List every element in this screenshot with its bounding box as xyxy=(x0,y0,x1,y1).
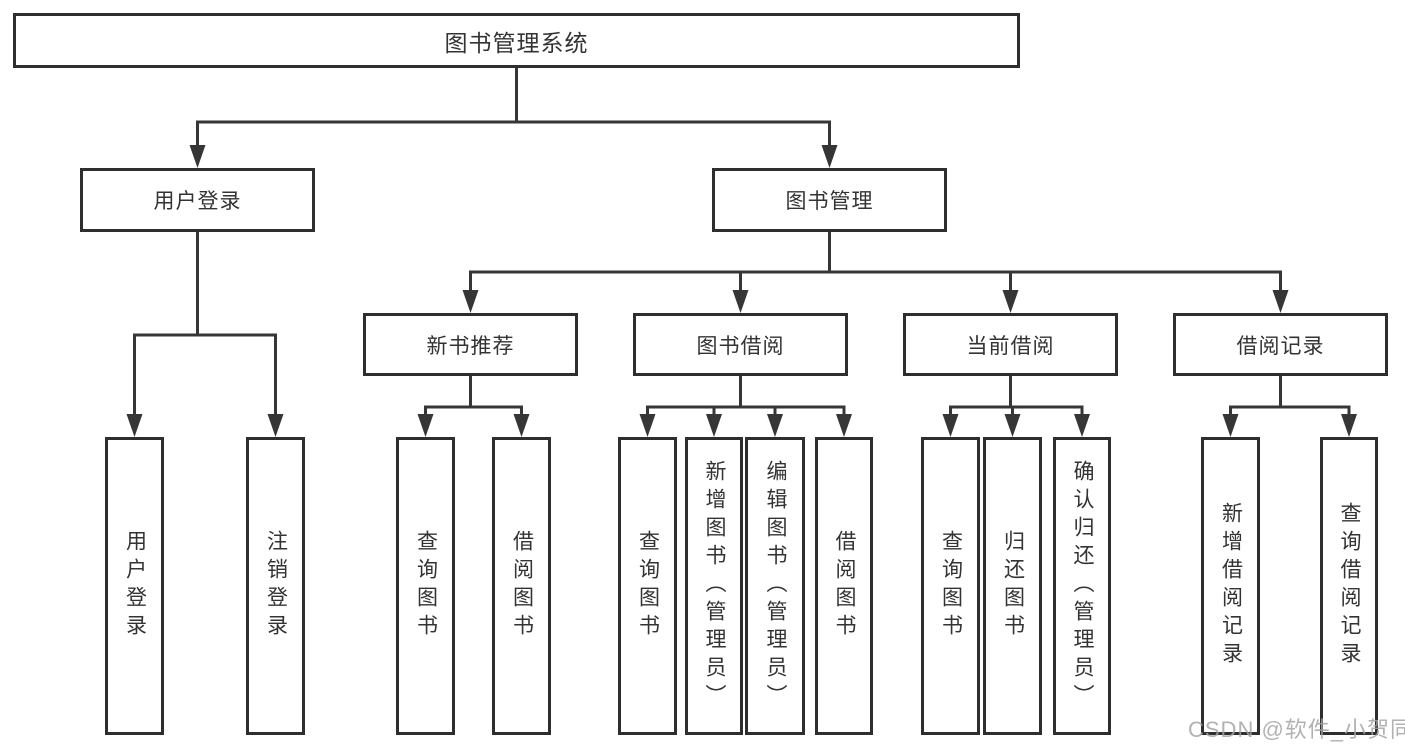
leaf-label: 借阅图书 xyxy=(510,530,534,642)
leaf-add-book-admin: 新增图书（管理员） xyxy=(685,437,743,735)
leaf-label: 用户登录 xyxy=(123,530,147,642)
node-current-borrowing: 当前借阅 xyxy=(903,313,1118,376)
node-book-borrowing: 图书借阅 xyxy=(633,313,848,376)
leaf-label: 查询图书 xyxy=(414,530,438,642)
leaf-borrow-books-borrowing: 借阅图书 xyxy=(815,437,873,735)
leaf-label: 借阅图书 xyxy=(833,530,856,642)
leaf-label: 查询借阅记录 xyxy=(1338,502,1361,670)
node-borrowing-records: 借阅记录 xyxy=(1173,313,1388,376)
leaf-label: 新增借阅记录 xyxy=(1219,502,1243,670)
leaf-query-books-borrowing: 查询图书 xyxy=(618,437,677,735)
leaf-label: 编辑图书（管理员） xyxy=(764,460,787,712)
leaf-user-login: 用户登录 xyxy=(105,437,164,735)
leaf-label: 注销登录 xyxy=(264,530,288,642)
leaf-label: 归还图书 xyxy=(1001,530,1025,642)
leaf-return-books: 归还图书 xyxy=(983,437,1042,735)
leaf-label: 查询图书 xyxy=(939,530,963,642)
leaf-add-borrow-record: 新增借阅记录 xyxy=(1201,437,1260,735)
node-new-book-recommendation: 新书推荐 xyxy=(363,313,578,376)
leaf-confirm-return-admin: 确认归还（管理员） xyxy=(1053,437,1111,735)
node-book-management: 图书管理 xyxy=(712,168,947,232)
leaf-logout: 注销登录 xyxy=(246,437,305,735)
leaf-edit-book-admin: 编辑图书（管理员） xyxy=(745,437,805,735)
leaf-query-books-current: 查询图书 xyxy=(921,437,980,735)
leaf-query-books-recommend: 查询图书 xyxy=(396,437,455,735)
leaf-query-borrow-record: 查询借阅记录 xyxy=(1320,437,1378,735)
watermark-text: CSDN @软件_小贺同学 xyxy=(1188,717,1405,742)
leaf-label: 新增图书（管理员） xyxy=(703,460,726,712)
leaf-label: 确认归还（管理员） xyxy=(1071,460,1094,712)
node-library-management-system: 图书管理系统 xyxy=(13,13,1020,68)
leaf-borrow-books-recommend: 借阅图书 xyxy=(492,437,551,735)
leaf-label: 查询图书 xyxy=(636,530,660,642)
node-user-login: 用户登录 xyxy=(80,168,315,232)
